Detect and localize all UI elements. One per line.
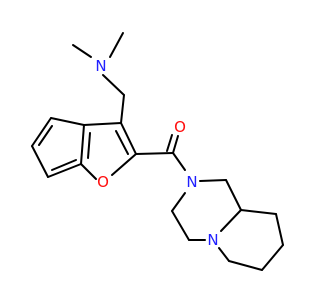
- atom-o-furan: O: [97, 173, 109, 191]
- atom-n-amide: N: [186, 173, 197, 191]
- bond-n-ch2: [102, 74, 125, 96]
- bond-c4-c5-inner: [38, 125, 53, 146]
- atom-label-layer: N O O N N: [95, 57, 218, 249]
- bond-c1-c8a: [225, 179, 242, 211]
- bond-c2-o1: [111, 153, 137, 176]
- bond-c3-c3a: [83, 122, 122, 126]
- bond-n-c1: [199, 179, 227, 182]
- bond-c3a-c7a: [80, 124, 85, 165]
- bond-layer: [31, 32, 284, 271]
- bond-c7-c6: [261, 244, 284, 271]
- bond-c8a-n4: [220, 209, 242, 232]
- bond-carbonyl-n: [172, 152, 186, 171]
- bond-ch2-c3: [120, 94, 125, 124]
- bond-n-methyl2: [109, 32, 124, 58]
- atom-n-dimethylamine: N: [95, 57, 106, 75]
- bond-c5-c6: [31, 145, 49, 178]
- bond-c5-n4: [218, 247, 230, 262]
- molecule-canvas: N O O N N: [31, 32, 284, 271]
- bond-c3a-c4: [50, 117, 85, 126]
- bond-o1-c7a: [80, 163, 97, 180]
- bond-carbonyl-o-double: [166, 134, 173, 152]
- bond-c4-c3: [171, 210, 190, 241]
- bond-c3a-c7a-inner: [87, 132, 91, 159]
- bond-c3-c2: [120, 122, 137, 155]
- bond-c6-c7-inner: [51, 159, 77, 171]
- structure-diagram: N O O N N: [31, 32, 284, 271]
- bond-carbonyl-o: [172, 135, 179, 154]
- atom-o-carbonyl: O: [174, 118, 186, 136]
- atom-n-bridgehead: N: [207, 231, 218, 249]
- bond-c6-c7: [47, 163, 82, 178]
- bond-c4-c5: [31, 117, 52, 147]
- bond-methyl1-n: [72, 44, 92, 58]
- bond-c8a-c8: [240, 209, 277, 215]
- bond-c8-c7: [275, 213, 284, 246]
- bond-c6-c5: [228, 260, 263, 271]
- bond-c3-n: [171, 192, 186, 212]
- bond-c3-c2-inner: [115, 130, 129, 155]
- bond-c2-carbonyl: [135, 152, 174, 155]
